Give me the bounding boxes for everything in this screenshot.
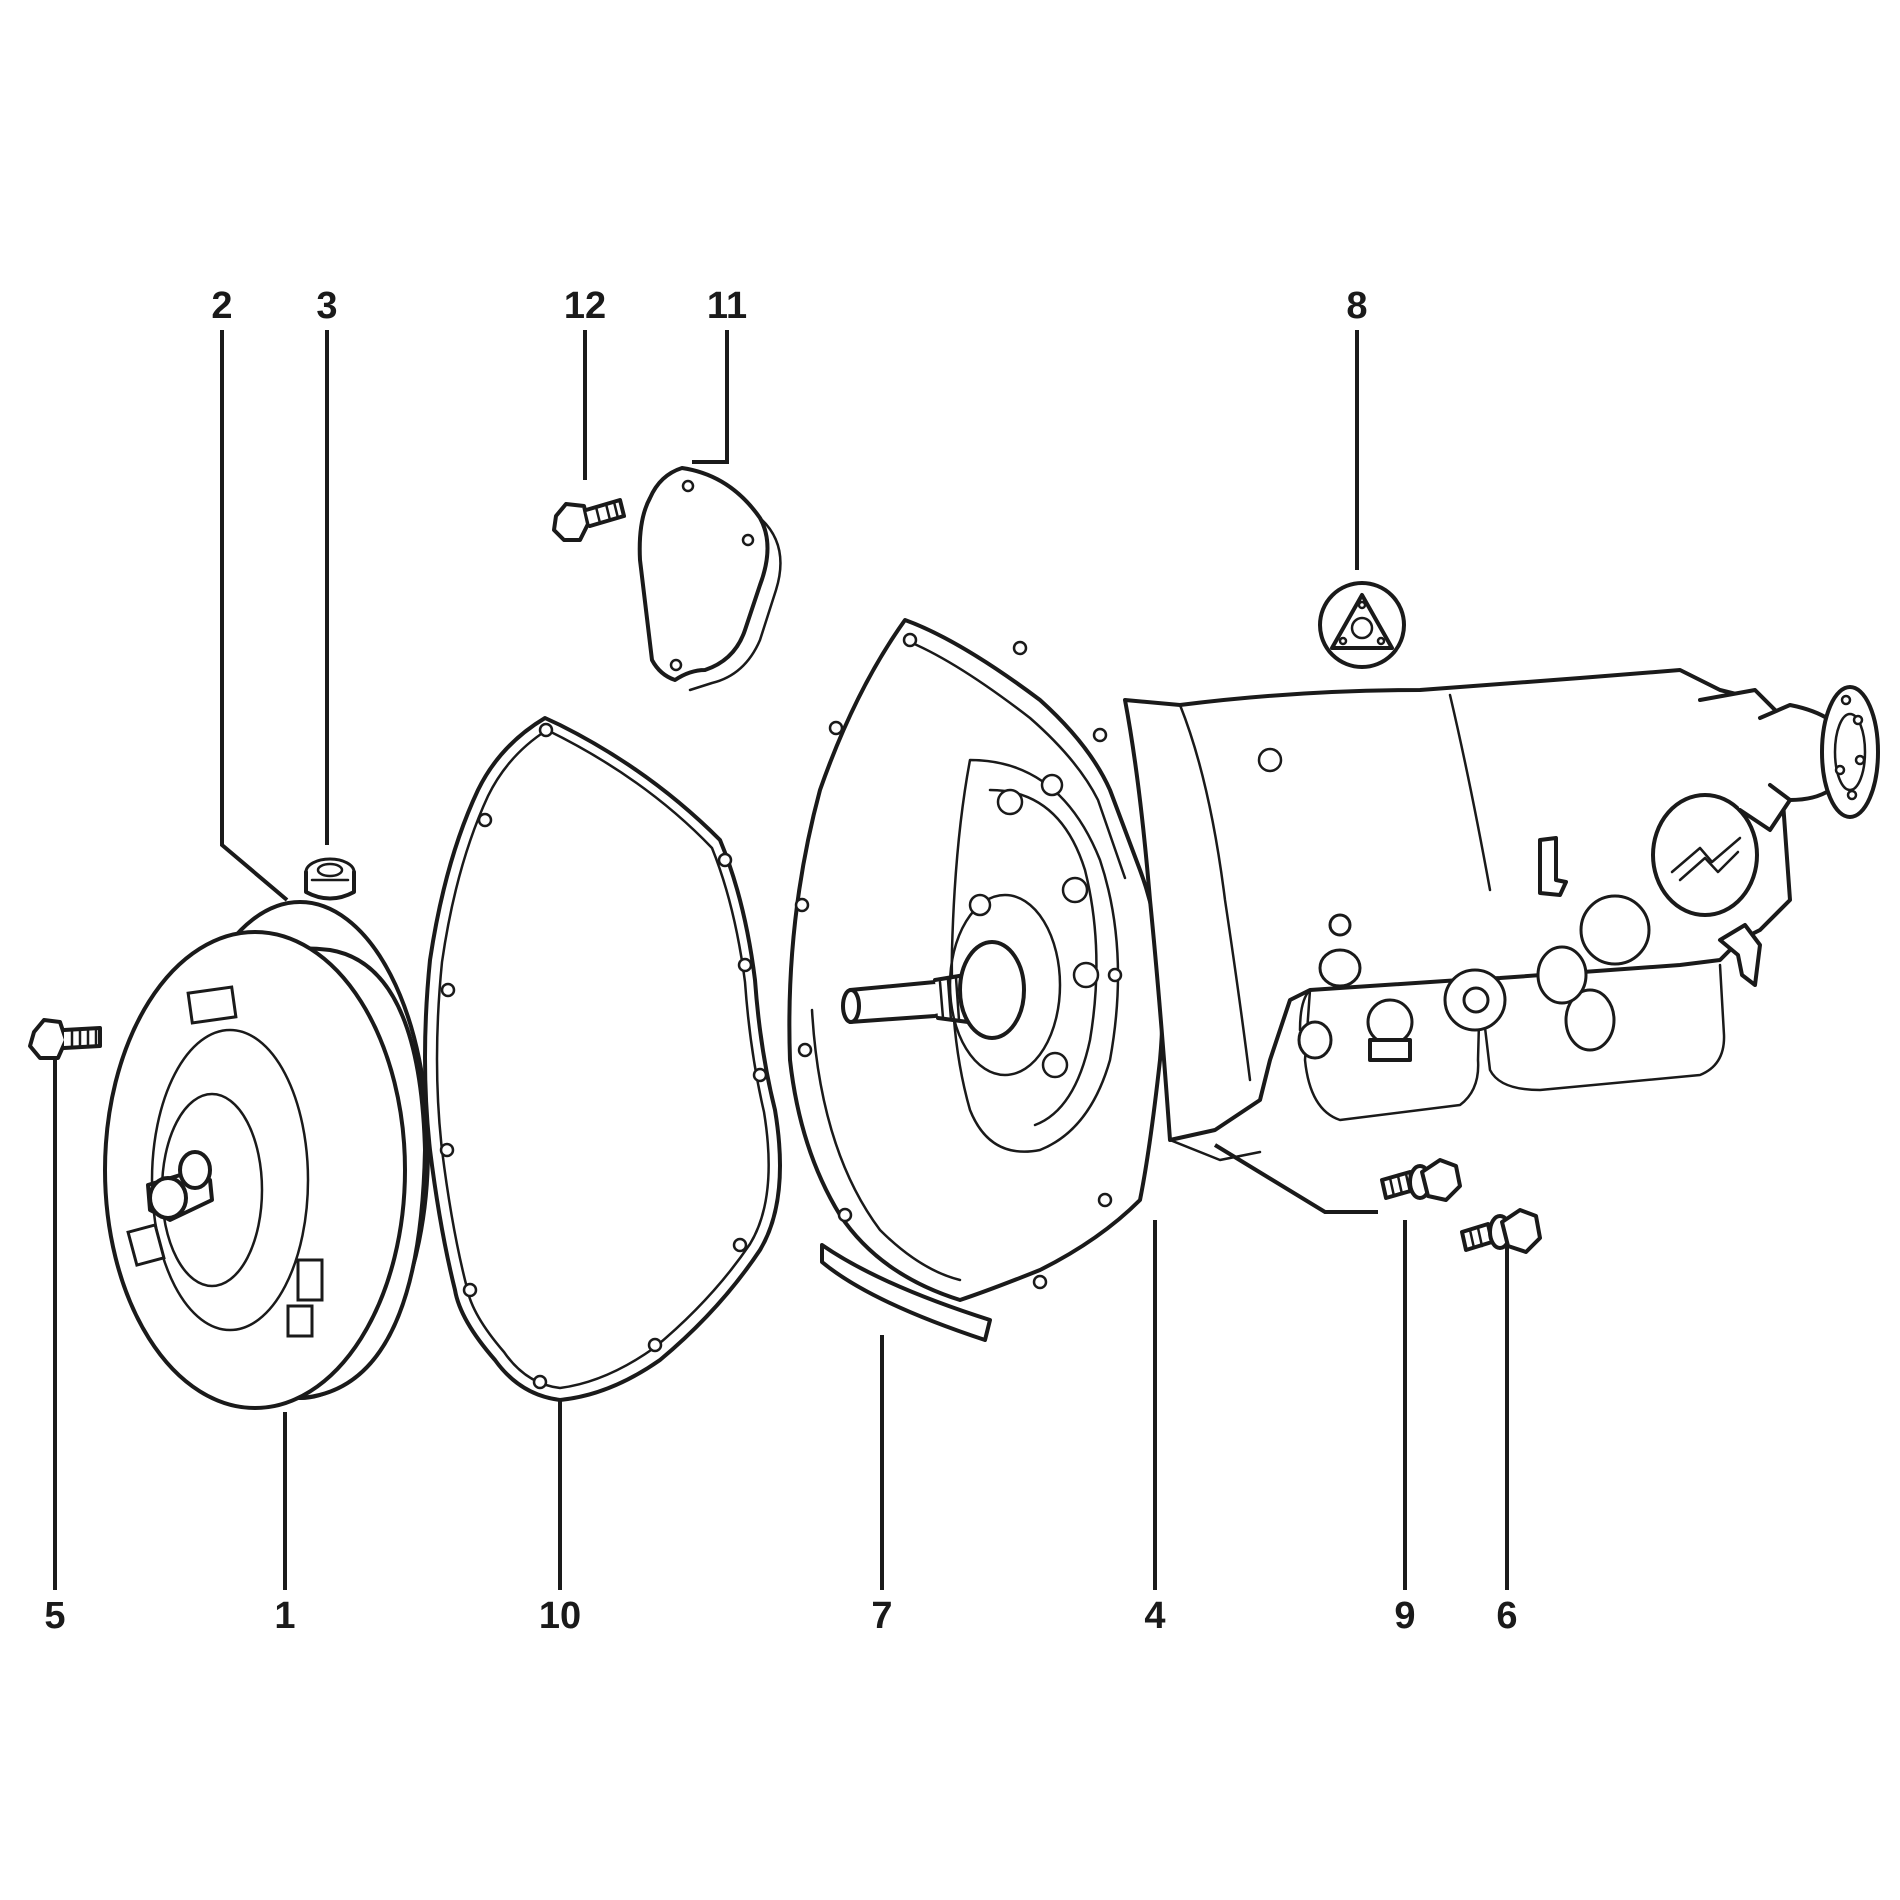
part-10-gasket xyxy=(423,716,782,1402)
part-4-transmission-housing xyxy=(787,618,1880,1302)
part-12-bolt xyxy=(552,498,626,542)
part-7-shim-strip xyxy=(820,1243,992,1342)
part-11-cover-plate xyxy=(637,466,782,692)
callout-1: 1 xyxy=(274,1595,295,1637)
leader-11 xyxy=(692,330,729,464)
part-9-flange-bolt xyxy=(1380,1158,1462,1202)
leader-lines xyxy=(53,330,1509,1590)
leader-2 xyxy=(220,330,289,902)
part-5-bolt xyxy=(28,1018,102,1060)
part-8-triangular-flange xyxy=(1318,581,1406,669)
callout-2: 2 xyxy=(211,285,232,327)
leader-9-to-housing xyxy=(1213,1143,1378,1214)
callout-5: 5 xyxy=(44,1595,65,1637)
callout-9: 9 xyxy=(1394,1595,1415,1637)
part-1-torque-converter xyxy=(103,900,430,1410)
callout-3: 3 xyxy=(316,285,337,327)
callout-12: 12 xyxy=(564,285,606,327)
callout-10: 10 xyxy=(539,1595,581,1637)
callout-11: 11 xyxy=(707,285,747,327)
part-3-drain-plug xyxy=(304,857,356,901)
callout-7: 7 xyxy=(871,1595,892,1637)
part-6-flange-bolt xyxy=(1460,1208,1542,1254)
callout-6: 6 xyxy=(1496,1595,1517,1637)
callout-4: 4 xyxy=(1144,1595,1165,1637)
callout-8: 8 xyxy=(1346,285,1367,327)
